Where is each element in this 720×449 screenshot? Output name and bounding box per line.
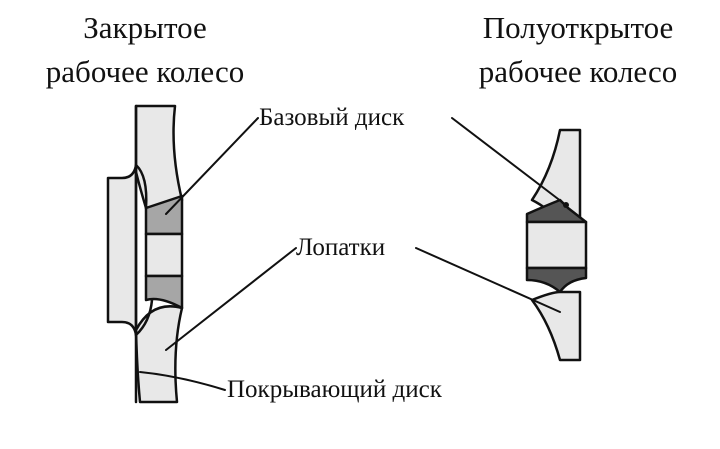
semi-title-line1: Полуоткрытое bbox=[482, 10, 674, 45]
closed-impeller bbox=[106, 104, 184, 404]
closed-title-line1: Закрытое bbox=[83, 10, 207, 45]
semi-lower-blade bbox=[530, 290, 582, 362]
closed-impeller-title: Закрытое рабочее колесо bbox=[10, 6, 280, 94]
leader-base-disk-semi bbox=[451, 117, 567, 206]
semi-open-impeller-title: Полуоткрытое рабочее колесо bbox=[436, 6, 720, 94]
semi-upper-base-segment bbox=[525, 198, 588, 224]
closed-lower-blade bbox=[134, 305, 184, 404]
semi-hub bbox=[525, 220, 588, 270]
leader-cover-disk bbox=[139, 371, 226, 391]
closed-lower-blade-curve bbox=[134, 298, 154, 337]
semi-title-line2: рабочее колесо bbox=[478, 54, 678, 89]
leader-blades-semi bbox=[415, 247, 561, 313]
closed-upper-blade-curve bbox=[134, 163, 148, 210]
leader-blades-closed bbox=[165, 247, 297, 351]
closed-upper-blade bbox=[134, 104, 184, 210]
semi-open-impeller bbox=[525, 128, 588, 362]
semi-lower-base-segment bbox=[525, 266, 588, 294]
leader-lines bbox=[139, 117, 567, 391]
cover-disk-label: Покрывающий диск bbox=[227, 376, 442, 403]
closed-title-line2: рабочее колесо bbox=[45, 54, 245, 89]
base-disk-label: Базовый диск bbox=[259, 104, 405, 131]
closed-hub bbox=[144, 232, 184, 278]
blades-label: Лопатки bbox=[296, 234, 386, 261]
closed-cover-disk bbox=[106, 163, 138, 337]
leader-base-disk-closed bbox=[165, 117, 259, 215]
